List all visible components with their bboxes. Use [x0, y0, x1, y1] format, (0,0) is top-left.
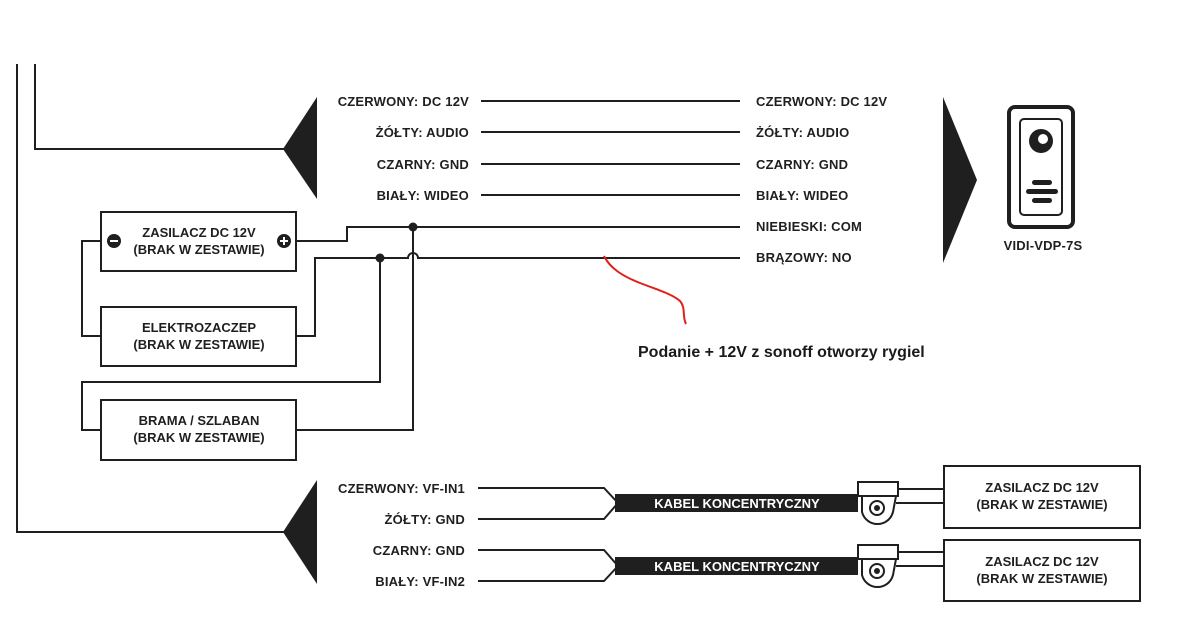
minus-terminal-icon — [107, 234, 121, 248]
camera-power-supply-2-note: (BRAK W ZESTAWIE) — [976, 571, 1107, 586]
top-left-wire-label: CZARNY: GND — [377, 157, 469, 172]
coax-cable-1-label: KABEL KONCENTRYCZNY — [654, 496, 820, 511]
top-right-wire-label: ŻÓŁTY: AUDIO — [756, 125, 849, 140]
camera-power-supply-1-title: ZASILACZ DC 12V — [985, 480, 1099, 495]
junction-dot — [375, 253, 385, 263]
camera-power-supply-1-note: (BRAK W ZESTAWIE) — [976, 497, 1107, 512]
gate-barrier-note: (BRAK W ZESTAWIE) — [133, 430, 264, 445]
top-right-wire-label: CZERWONY: DC 12V — [756, 94, 887, 109]
coax-cable-2-label: KABEL KONCENTRYCZNY — [654, 559, 820, 574]
top-connector-arrow — [283, 97, 317, 199]
bottom-wire-label: ŻÓŁTY: GND — [385, 512, 465, 527]
top-left-wire-label: BIAŁY: WIDEO — [377, 188, 469, 203]
bottom-wire-label: CZERWONY: VF-IN1 — [338, 481, 465, 496]
gate-barrier-title: BRAMA / SZLABAN — [139, 413, 260, 428]
camera-power-supply-1-box — [943, 465, 1141, 529]
camera1-wire-vf-in1 — [478, 487, 619, 504]
camera-2-icon — [857, 544, 899, 588]
power-supply-note: (BRAK W ZESTAWIE) — [133, 242, 264, 257]
bottom-wire-label: CZARNY: GND — [373, 543, 465, 558]
gate-wire-1 — [81, 258, 381, 431]
electric-strike-note: (BRAK W ZESTAWIE) — [133, 337, 264, 352]
coax-cable-2 — [615, 557, 858, 575]
device-connector-arrow — [943, 97, 977, 263]
bottom-wire-label: BIAŁY: VF-IN2 — [375, 574, 465, 589]
camera-power-supply-2-box — [943, 539, 1141, 602]
left-inner-wire — [34, 64, 285, 150]
camera-power-supply-2-title: ZASILACZ DC 12V — [985, 554, 1099, 569]
top-right-wire-label: BIAŁY: WIDEO — [756, 188, 848, 203]
no-wire — [296, 252, 740, 337]
top-left-wire-label: CZERWONY: DC 12V — [338, 94, 469, 109]
gate-wire-2 — [296, 227, 414, 431]
camera2-wire-vf-in2 — [478, 565, 619, 582]
plus-terminal-icon — [277, 234, 291, 248]
camera2-wire-gnd — [478, 549, 619, 567]
junction-dot — [408, 222, 418, 232]
door-station-device — [1007, 105, 1075, 229]
camera-1-icon — [857, 481, 899, 525]
left-outer-wire — [16, 64, 285, 533]
annotation-red-line — [603, 255, 687, 325]
electric-strike-title: ELEKTROZACZEP — [142, 320, 256, 335]
top-right-wire-label: BRĄZOWY: NO — [756, 250, 852, 265]
speaker-grille-icon — [1026, 180, 1058, 203]
com-wire — [296, 226, 740, 242]
power-supply-title: ZASILACZ DC 12V — [142, 225, 256, 240]
top-right-wire-label: CZARNY: GND — [756, 157, 848, 172]
annotation-text: Podanie + 12V z sonoff otworzy rygiel — [638, 344, 925, 361]
camera1-wire-gnd — [478, 502, 619, 520]
device-name: VIDI-VDP-7S — [1004, 238, 1083, 253]
coax-cable-1 — [615, 494, 858, 512]
top-left-wire-label: ŻÓŁTY: AUDIO — [376, 125, 469, 140]
power-minus-wire — [81, 240, 101, 337]
bottom-connector-arrow — [283, 480, 317, 584]
top-right-wire-label: NIEBIESKI: COM — [756, 219, 862, 234]
